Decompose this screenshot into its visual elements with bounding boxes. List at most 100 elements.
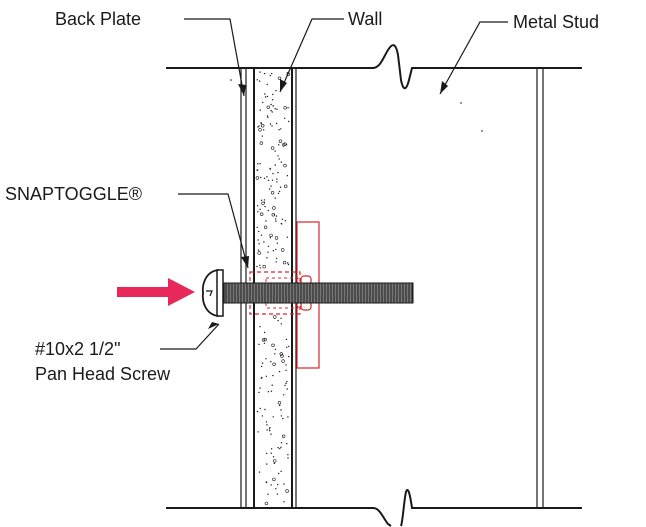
screw-head-neck xyxy=(216,269,224,317)
stipple-dot xyxy=(261,135,263,137)
stipple-dot xyxy=(286,175,289,177)
stipple-dot xyxy=(259,387,261,389)
stipple-dot xyxy=(269,123,272,125)
stipple-dot xyxy=(279,186,282,188)
stipple-dot xyxy=(267,116,269,119)
stipple-dot xyxy=(266,463,268,465)
stipple-dot xyxy=(277,447,279,449)
stipple-dot xyxy=(266,115,269,117)
stipple-dot xyxy=(285,489,289,493)
stipple-dot xyxy=(266,257,268,259)
stipple-dot xyxy=(273,462,275,465)
stipple-dot xyxy=(277,319,279,322)
stipple-dot xyxy=(258,391,260,394)
snaptoggle-label: SNAPTOGGLE® xyxy=(5,184,142,204)
stipple-dot xyxy=(280,323,282,325)
screw-pan-head xyxy=(201,268,219,318)
stipple-dot xyxy=(270,361,272,363)
stipple-dot xyxy=(257,163,259,165)
stipple-dot xyxy=(259,71,261,73)
stipple-dot xyxy=(283,394,285,396)
stipple-dot xyxy=(286,388,288,390)
stipple-dot xyxy=(256,169,258,171)
stipple-dot xyxy=(280,161,282,163)
stipple-dot xyxy=(286,346,288,348)
stipple-dot xyxy=(276,178,278,180)
metal-stud-arrowhead xyxy=(440,81,448,94)
stipple-dot xyxy=(287,107,289,109)
stipple-dot xyxy=(263,241,265,243)
insertion-arrow xyxy=(117,278,195,306)
back-plate-arrowhead xyxy=(238,84,246,96)
stipple-dot xyxy=(275,220,277,222)
stipple-dot xyxy=(258,125,260,127)
stipple-dot xyxy=(258,343,260,346)
stipple-dot xyxy=(266,95,269,98)
stipple-dot xyxy=(277,401,282,405)
screw-size-label: #10x2 1/2" xyxy=(35,339,121,359)
stipple-dot xyxy=(264,501,269,506)
stipple-dot xyxy=(275,248,277,251)
stipple-dot xyxy=(261,415,264,417)
stipple-dot xyxy=(272,250,274,252)
stipple-dot xyxy=(261,338,266,342)
stipple-dot xyxy=(278,144,280,146)
stipple-dot xyxy=(256,265,258,268)
stipple-dot xyxy=(259,141,264,145)
wall-arrowhead xyxy=(280,79,287,92)
stipple-dot xyxy=(276,181,278,183)
stipple-dot xyxy=(288,120,290,123)
stipple-dot xyxy=(274,197,276,199)
stipple-dot xyxy=(266,83,268,86)
stipple-dot xyxy=(265,220,267,222)
stipple-dot xyxy=(283,483,285,485)
stipple-dot xyxy=(280,446,282,448)
stipple-dot xyxy=(281,359,285,363)
stipple-dot xyxy=(274,218,277,220)
stipple-dot xyxy=(278,139,283,143)
stipple-dot xyxy=(266,105,270,110)
screw-leader xyxy=(160,323,220,350)
stipple-dot xyxy=(270,452,272,454)
stipple-dot xyxy=(282,417,284,420)
stipple-dot xyxy=(262,101,264,104)
stipple-dot xyxy=(269,430,271,432)
stipple-dot xyxy=(281,434,286,438)
stipple-dot xyxy=(288,345,290,348)
stipple-dot xyxy=(277,155,279,157)
stipple-dot xyxy=(263,201,265,203)
stipple-dot xyxy=(272,416,274,418)
stipple-dot xyxy=(288,355,290,358)
bottom-edge-line xyxy=(166,489,582,527)
stipple-dot xyxy=(266,429,268,431)
stipple-dot xyxy=(260,176,262,179)
stipple-dot xyxy=(257,249,260,251)
stud-dot xyxy=(481,130,483,132)
stipple-dot xyxy=(285,143,288,146)
screw-shaft xyxy=(223,282,414,304)
stipple-dot xyxy=(269,74,271,77)
stipple-dot xyxy=(260,365,263,368)
stipple-dot xyxy=(285,364,287,366)
stipple-dot xyxy=(271,72,273,75)
stipple-dot xyxy=(258,128,262,132)
stipple-dot xyxy=(260,234,263,236)
stipple-dot xyxy=(272,477,276,482)
stipple-dot xyxy=(265,481,267,484)
stipple-dot xyxy=(260,122,262,124)
stipple-dot xyxy=(271,213,275,217)
stipple-dot xyxy=(276,493,279,495)
stipple-dot xyxy=(287,454,289,456)
stipple-dot xyxy=(275,90,277,92)
stipple-dot xyxy=(280,128,282,130)
stipple-dot xyxy=(266,424,268,426)
wall-leader xyxy=(279,18,344,93)
stipple-dot xyxy=(267,245,270,248)
stipple-dot xyxy=(263,177,266,180)
stipple-dot xyxy=(263,331,266,334)
stipple-dot xyxy=(269,237,271,239)
stipple-dot xyxy=(266,176,268,178)
stipple-dot xyxy=(278,158,280,160)
screw-head-slot xyxy=(206,290,213,297)
stipple-dot xyxy=(275,261,277,263)
